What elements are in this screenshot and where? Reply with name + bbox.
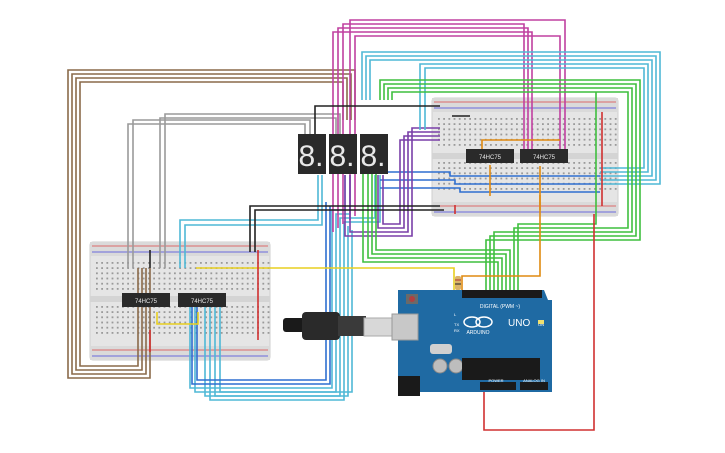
crystal-oscillator [430, 344, 452, 354]
display-digit: 8. [298, 140, 323, 173]
wire-bundle-magenta [332, 19, 566, 232]
usb-cable[interactable] [283, 312, 395, 340]
atmega-chip [462, 358, 540, 380]
wire-bundle-purple [344, 127, 440, 237]
analog-header[interactable] [520, 382, 548, 390]
l-led-label: L [454, 312, 457, 317]
chip-74hc75-right-a[interactable]: 74HC75 [466, 149, 514, 163]
display-digit: 8. [360, 140, 385, 173]
chip-label: 74HC75 [135, 299, 158, 305]
chip-label: 74HC75 [533, 155, 556, 161]
wire-bundle-black [149, 105, 470, 268]
seven-segment-display-2[interactable]: 8. [329, 134, 357, 174]
chip-74hc75-left-a[interactable]: 74HC75 [122, 293, 170, 307]
power-label: POWER [488, 378, 503, 383]
seven-segment-display-3[interactable]: 8. [360, 134, 388, 174]
rx-led-label: RX [454, 328, 460, 333]
analog-label: ANALOG IN [523, 378, 545, 383]
wire-bundle-red [149, 112, 603, 431]
chip-74hc75-right-b[interactable]: 74HC75 [520, 149, 568, 163]
tx-led-label: TX [454, 322, 459, 327]
arduino-brand: ARDUINO [466, 330, 489, 336]
chip-label: 74HC75 [479, 155, 502, 161]
digital-header[interactable] [462, 290, 542, 298]
capacitor [448, 358, 464, 374]
arduino-model: UNO [508, 318, 530, 329]
arduino-logo-icon [463, 316, 481, 328]
arduino-uno-board[interactable]: DIGITAL (PWM ~) ARDUINO UNO L TX RX ON P… [391, 290, 552, 396]
wire-bundle-blue [191, 171, 600, 385]
capacitor [432, 358, 448, 374]
power-header[interactable] [480, 382, 516, 390]
chip-74hc75-left-b[interactable]: 74HC75 [178, 293, 226, 307]
wire-bundle-orange [461, 139, 560, 290]
chip-label: 74HC75 [191, 299, 214, 305]
resistor[interactable] [455, 276, 461, 290]
wire-bundle-yellow [156, 267, 455, 325]
display-digit: 8. [329, 140, 354, 173]
wire-bundle-gray [127, 113, 341, 268]
seven-segment-display-1[interactable]: 8. [298, 134, 326, 174]
on-led-label: ON [538, 322, 544, 327]
digital-label: DIGITAL (PWM ~) [480, 304, 520, 310]
